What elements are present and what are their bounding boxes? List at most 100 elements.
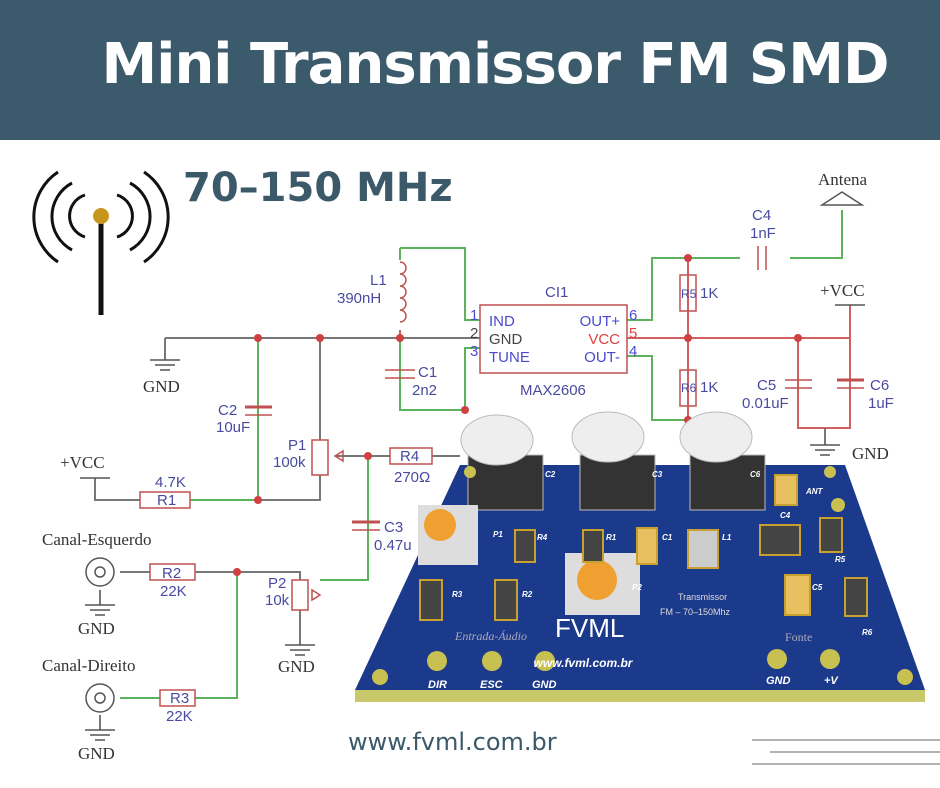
gnd-label: GND xyxy=(78,619,115,638)
pcb-part-label: C5 xyxy=(812,583,823,592)
left-channel-label: Canal-Esquerdo xyxy=(42,530,152,549)
trimmer-pots xyxy=(418,505,640,615)
pcb-brand: FVML xyxy=(555,613,624,643)
antenna-label: Antena xyxy=(818,170,868,189)
pad-gnd-audio: GND xyxy=(532,679,557,691)
inductor-l1 xyxy=(399,261,407,323)
pcb-pads xyxy=(372,466,913,685)
right-channel-label: Canal-Direito xyxy=(42,656,135,675)
header-banner: Mini Transmissor FM SMD xyxy=(0,0,940,140)
page-title: Mini Transmissor FM SMD xyxy=(101,32,890,97)
l1-value: 390nH xyxy=(337,290,381,307)
pcb-part-label: C6 xyxy=(750,470,761,479)
pcb-part-label: R4 xyxy=(537,533,548,542)
c6-name: C6 xyxy=(870,377,889,394)
pcb-part-label: R1 xyxy=(606,533,617,542)
pcb-part-label: C4 xyxy=(780,511,791,520)
pcb-power-label: Fonte xyxy=(785,630,812,644)
pcb-board: FVML www.fvml.com.br Transmissor FM – 70… xyxy=(355,411,925,702)
electrolytic-capacitors xyxy=(460,411,766,511)
gnd-label: GND xyxy=(78,744,115,763)
smd-parts xyxy=(419,474,868,621)
pcb-part-label: R5 xyxy=(835,555,846,564)
pin-gnd: GND xyxy=(489,331,523,348)
pcb-ant-label: ANT xyxy=(805,487,824,496)
c5-value: 0.01uF xyxy=(742,395,789,412)
pcb-part-label: R6 xyxy=(862,628,873,637)
c3-name: C3 xyxy=(384,519,403,536)
gnd-label: GND xyxy=(143,377,180,396)
pin-out-minus: OUT- xyxy=(584,349,620,366)
pcb-part-label: P1 xyxy=(493,530,503,539)
r3-value: 22K xyxy=(166,708,193,725)
ground-symbols xyxy=(80,304,865,741)
r1-name: R1 xyxy=(157,492,176,509)
decorative-lines xyxy=(752,739,940,765)
audio-jack-icons xyxy=(85,557,115,713)
pin-out-plus: OUT+ xyxy=(580,313,621,330)
gnd-label: GND xyxy=(852,444,889,463)
c2-value: 10uF xyxy=(216,419,250,436)
c4-name: C4 xyxy=(752,207,771,224)
ic-name: CI1 xyxy=(545,284,568,301)
pin-3: 3 xyxy=(470,343,478,360)
vcc-left-label: +VCC xyxy=(60,453,105,472)
pcb-part-label: L1 xyxy=(722,533,732,542)
r2-name: R2 xyxy=(162,565,181,582)
pcb-part-label: C2 xyxy=(545,470,556,479)
ic-max2606-body xyxy=(479,304,628,374)
c1-name: C1 xyxy=(418,364,437,381)
pin-4: 4 xyxy=(629,343,637,360)
pin-5: 5 xyxy=(629,325,637,342)
pin-ind: IND xyxy=(489,313,515,330)
p1-name: P1 xyxy=(288,437,306,454)
r1-value: 4.7K xyxy=(155,474,186,491)
p2-value: 10k xyxy=(265,592,290,609)
l1-name: L1 xyxy=(370,272,387,289)
c2-name: C2 xyxy=(218,402,237,419)
c5-name: C5 xyxy=(757,377,776,394)
c4-value: 1nF xyxy=(750,225,776,242)
component-symbols xyxy=(139,246,864,707)
antenna-symbol xyxy=(819,191,865,206)
pcb-part-label: C1 xyxy=(662,533,673,542)
r5-value: 1K xyxy=(700,285,718,302)
pin-tune: TUNE xyxy=(489,349,530,366)
pin-6: 6 xyxy=(629,307,637,324)
gnd-label: GND xyxy=(278,657,315,676)
frequency-range: 70–150 MHz xyxy=(183,165,453,211)
pcb-part-label: P2 xyxy=(632,583,642,592)
footer-url[interactable]: www.fvml.com.br xyxy=(348,728,557,756)
pcb-audio-label: Entrada-Áudio xyxy=(454,629,527,643)
junction-dots xyxy=(233,254,802,576)
pad-gnd-power: GND xyxy=(766,675,791,687)
radio-antenna-icon xyxy=(32,170,170,315)
pad-esc: ESC xyxy=(480,679,504,691)
r6-value: 1K xyxy=(700,379,718,396)
c6-value: 1uF xyxy=(868,395,894,412)
pcb-subtitle-2: FM – 70–150Mhz xyxy=(660,607,731,617)
pin-1: 1 xyxy=(470,307,478,324)
r3-name: R3 xyxy=(170,690,189,707)
r2-value: 22K xyxy=(160,583,187,600)
c1-value: 2n2 xyxy=(412,382,437,399)
pcb-part-label: C3 xyxy=(652,470,663,479)
pin-vcc: VCC xyxy=(588,331,620,348)
c3-value: 0.47u xyxy=(374,537,412,554)
r4-name: R4 xyxy=(400,448,419,465)
p1-value: 100k xyxy=(273,454,306,471)
pcb-subtitle-1: Transmissor xyxy=(678,592,727,602)
r5-name: R5 xyxy=(681,287,697,301)
pcb-url: www.fvml.com.br xyxy=(534,656,634,670)
pad-vplus: +V xyxy=(824,675,839,687)
r4-value: 270Ω xyxy=(394,469,430,486)
pcb-part-label: R3 xyxy=(452,590,463,599)
p2-name: P2 xyxy=(268,575,286,592)
pcb-part-label: R2 xyxy=(522,590,533,599)
pad-dir: DIR xyxy=(428,679,447,691)
r6-name: R6 xyxy=(681,381,697,395)
pin-2: 2 xyxy=(470,325,478,342)
schematic-wires xyxy=(94,210,851,730)
